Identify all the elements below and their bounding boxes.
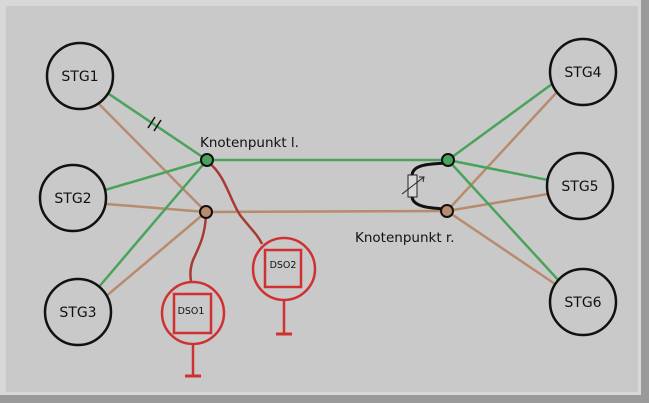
- node-left-low: [199, 205, 213, 219]
- dso1-lead: [189, 214, 208, 282]
- dso1-label: DSO1: [178, 306, 205, 317]
- wire-stg6-high: [447, 159, 561, 283]
- stg1-label: STG1: [61, 69, 98, 85]
- stg6-circle: [548, 267, 618, 337]
- stg3-circle: [43, 277, 113, 347]
- wire-stg5-low: [446, 192, 549, 213]
- stg2-label: STG2: [54, 191, 91, 207]
- wire-trunk-low: [205, 209, 448, 214]
- stg5-label: STG5: [561, 179, 598, 195]
- probe-leads: [189, 162, 264, 282]
- wire-stg3-low: [103, 211, 207, 299]
- wire-stg4-high: [447, 82, 553, 162]
- node-left-label: Knotenpunkt l.: [200, 135, 299, 151]
- dso2-lead: [208, 162, 264, 245]
- can-low-wires: [97, 91, 558, 299]
- wire-stg2-low: [105, 202, 207, 214]
- stg4-label: STG4: [564, 65, 601, 81]
- dso2-label: DSO2: [270, 260, 297, 271]
- stg6-label: STG6: [564, 295, 601, 311]
- stg3-label: STG3: [59, 305, 96, 321]
- wire-stg3-high: [97, 159, 208, 289]
- wire-stg4-low: [446, 91, 558, 212]
- node-right-label: Knotenpunkt r.: [355, 230, 455, 246]
- stg5-circle: [545, 151, 615, 221]
- wire-stg5-high: [447, 158, 549, 182]
- interruption-mark: [147, 116, 162, 132]
- wire-stg2-high: [104, 158, 208, 192]
- wire-stg1-low: [97, 102, 207, 213]
- node-right-low: [440, 204, 454, 218]
- node-left-high: [200, 153, 214, 167]
- wire-stg6-low: [446, 209, 556, 286]
- stg2-circle: [38, 163, 108, 233]
- node-right-high: [441, 153, 455, 167]
- dso1-probe: DSO1: [160, 280, 226, 378]
- stg4-circle: [548, 37, 618, 107]
- stg1-circle: [45, 41, 115, 111]
- dso2-probe: DSO2: [251, 236, 317, 336]
